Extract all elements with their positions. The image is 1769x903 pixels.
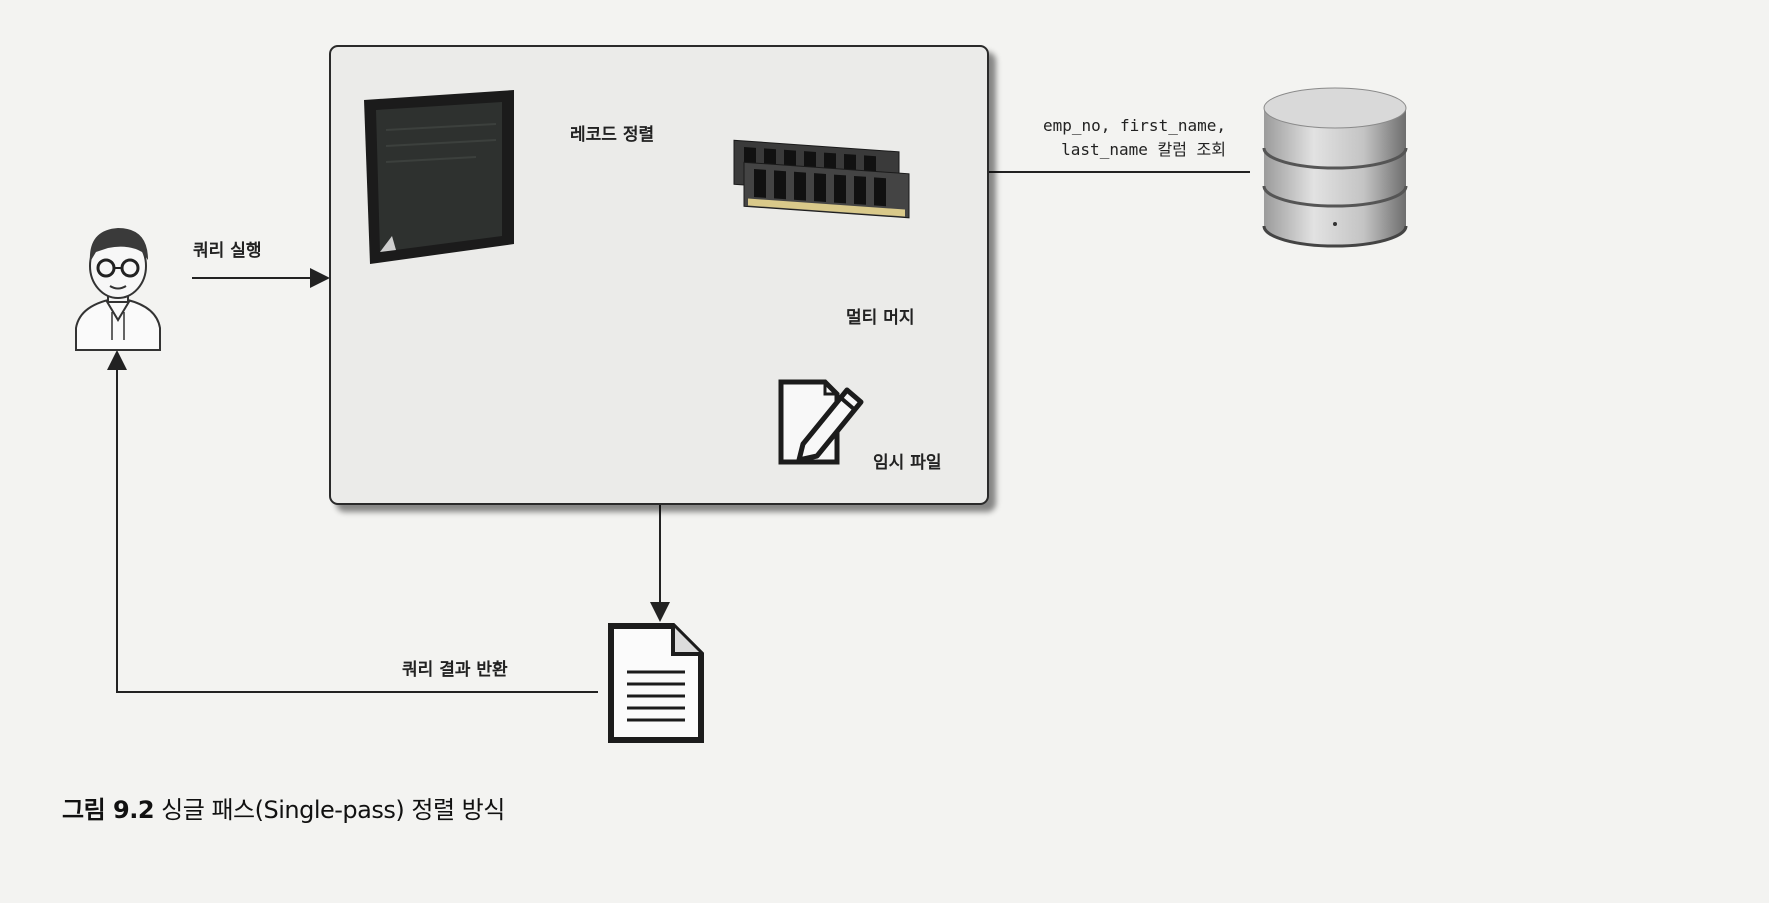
result-document-icon [608,623,704,743]
figure-number: 그림 9.2 [62,796,155,824]
temp-file-edit-icon [778,379,864,465]
label-query-result-return: 쿼리 결과 반환 [402,660,508,680]
figure-caption-text: 싱글 패스(Single-pass) 정렬 방식 [161,796,505,824]
label-record-sort: 레코드 정렬 [570,125,655,145]
memory-ram-icon [733,139,910,219]
label-column-lookup-line2: last_name 칼럼 조회 [1061,140,1226,159]
cpu-chip-icon [364,90,514,264]
database-icon [1262,87,1408,248]
label-column-lookup-line1: emp_no, first_name, [1042,116,1226,135]
label-multi-merge: 멀티 머지 [846,308,915,328]
user-icon [75,228,161,351]
arrow-result-return [107,350,598,693]
figure-caption: 그림 9.2 싱글 패스(Single-pass) 정렬 방식 [62,790,505,825]
label-column-lookup: emp_no, first_name, last_name 칼럼 조회 [1043,114,1226,162]
label-temp-file: 임시 파일 [873,453,942,473]
label-query-exec: 쿼리 실행 [193,241,262,261]
